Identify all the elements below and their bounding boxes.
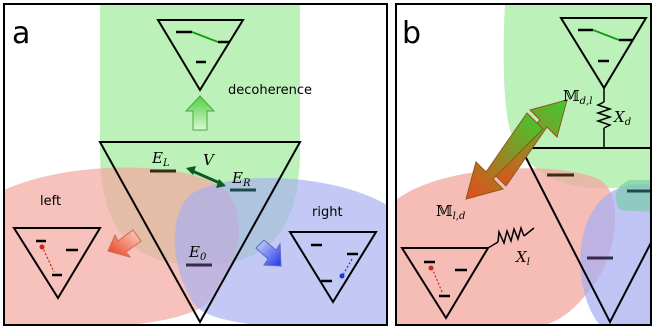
decoherence-arrow: [184, 95, 216, 131]
panel-a-letter: a: [12, 16, 30, 51]
label-ER: ER: [231, 169, 251, 189]
decoherence-label: decoherence: [228, 83, 312, 98]
left-triangle-b: [400, 247, 490, 320]
spring-Xl: [487, 225, 535, 249]
left-label: left: [40, 194, 61, 209]
decoherence-triangle-b: [559, 17, 648, 90]
right-lobe-b: [580, 184, 651, 325]
label-M-dl: 𝕄d,l: [563, 87, 592, 107]
label-Xd: Xd: [613, 108, 631, 128]
panel-a-border: [3, 3, 388, 326]
arrow-M-ld: [465, 112, 544, 200]
panel-b-border: [395, 3, 652, 326]
right-triangle: [288, 231, 378, 304]
panel-b-letter: b: [402, 16, 421, 51]
label-E0: E0: [188, 243, 207, 263]
spring-Xd: [595, 88, 613, 148]
right-arrow: [255, 239, 282, 267]
left-arrow: [107, 229, 142, 258]
panel-b: Xd Xl 𝕄d,l 𝕄l,d: [396, 4, 651, 325]
label-M-ld: 𝕄l,d: [436, 202, 465, 222]
left-lobe-b: [396, 168, 616, 325]
decoherence-triangle: [156, 19, 245, 92]
central-triangle-b: [519, 147, 651, 325]
label-V: V: [203, 151, 216, 169]
right-lobe: [174, 178, 387, 325]
panel-a: EL V ER E0 decoherence left: [4, 4, 387, 325]
coupling-arrow: [186, 166, 226, 188]
label-Xl: Xl: [515, 248, 530, 268]
label-EL: EL: [151, 149, 170, 169]
right-label: right: [312, 205, 343, 220]
decoherence-lobe-b: [503, 4, 651, 188]
green-sliver-b: [615, 180, 651, 212]
left-triangle: [12, 227, 102, 300]
central-triangle: [98, 141, 302, 325]
